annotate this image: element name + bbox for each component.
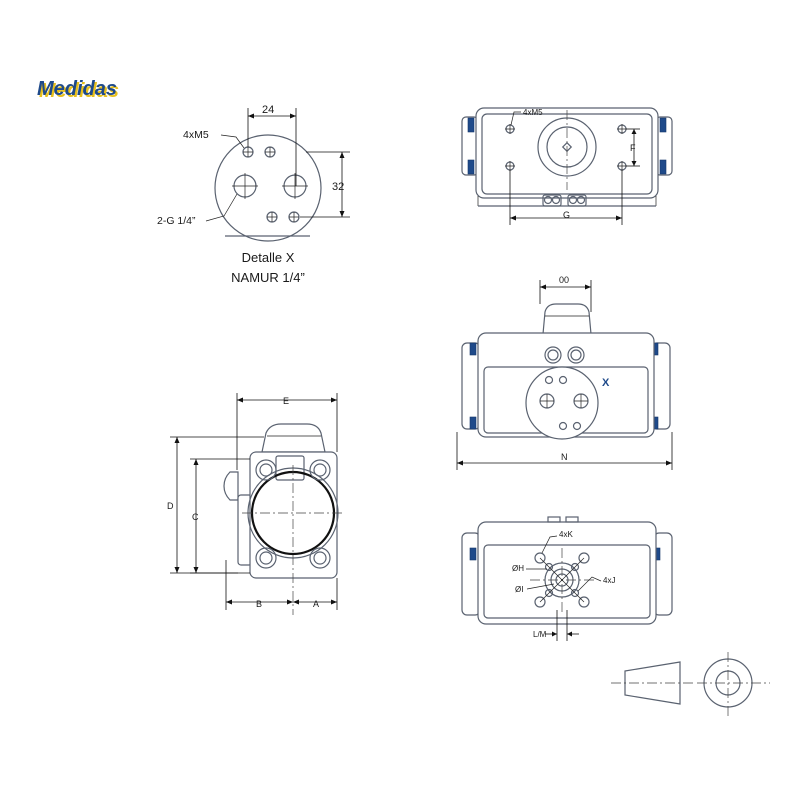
side-port-lug	[223, 471, 239, 501]
detail-caption-line1: Detalle X	[242, 250, 295, 265]
namur-ports-leader	[205, 193, 238, 222]
dim-f-label: F	[630, 143, 636, 153]
bottom-hole-k4	[578, 596, 590, 608]
dim-a-label: A	[313, 599, 319, 609]
namur-detail: 24 32 4xM5 2-G 1/4” Detalle X NAMUR 1/4”	[157, 104, 350, 285]
actuator-top-view: 4xM5 G F	[461, 107, 673, 225]
namur-ports-label: 2-G 1/4”	[157, 215, 196, 227]
front-end-cap-left	[461, 342, 481, 430]
front-x-marker: X	[602, 377, 610, 389]
front-pinion-top	[542, 303, 592, 335]
page-title: Medidas	[37, 78, 117, 100]
dim-d-label: D	[167, 501, 174, 511]
label-4xk: 4xK	[559, 530, 573, 539]
namur-holes-leader	[220, 134, 245, 149]
actuator-bottom-view: 4xK ØH ØI 4xJ L/M	[461, 516, 673, 641]
dim-b-label: B	[256, 599, 262, 609]
bottom-hole-k2	[578, 552, 590, 564]
namur-flange-circle	[214, 134, 322, 242]
dim-n-label: N	[561, 452, 568, 462]
dim-g-label: G	[563, 210, 570, 220]
front-namur-flange	[525, 366, 599, 440]
label-oh: ØH	[512, 564, 524, 573]
dim-oo-label: 00	[559, 275, 569, 285]
actuator-side-view: E D C B A	[167, 393, 345, 615]
dim-32-label: 32	[332, 181, 344, 193]
actuator-front-view: X 00 N	[456, 275, 673, 470]
side-pinion-top	[261, 423, 326, 453]
dim-24-label: 24	[262, 104, 274, 116]
dim-c-label: C	[192, 512, 199, 522]
bottom-hole-k3	[534, 596, 546, 608]
label-4xj: 4xJ	[603, 576, 615, 585]
dim-e-label: E	[283, 396, 289, 406]
detail-caption-line2: NAMUR 1/4”	[231, 270, 305, 285]
bottom-end-cap-right	[653, 532, 673, 616]
front-end-cap-right	[651, 342, 671, 430]
coupling-insert	[611, 652, 770, 716]
bottom-end-cap-left	[461, 532, 481, 616]
namur-holes-label: 4xM5	[183, 129, 209, 141]
top-holes-label: 4xM5	[523, 108, 543, 117]
label-oi: ØI	[515, 585, 523, 594]
bottom-hole-k1	[534, 552, 546, 564]
side-body	[249, 451, 338, 579]
label-lm: L/M	[533, 630, 547, 639]
page-title-shadow: Medidas	[39, 80, 119, 102]
